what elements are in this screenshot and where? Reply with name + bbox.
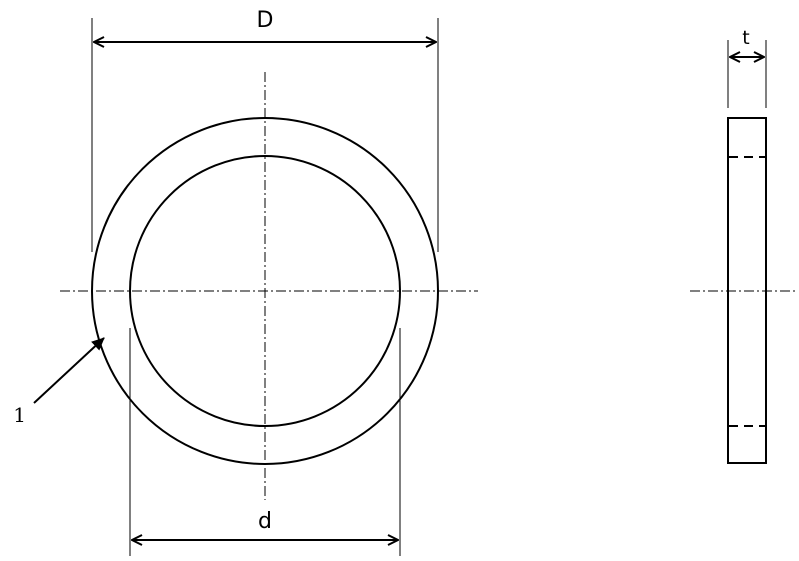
side-view: t bbox=[690, 27, 797, 464]
thickness-label: t bbox=[742, 27, 749, 49]
part-number-label: 1 bbox=[13, 403, 26, 427]
outer-diameter-label: D bbox=[257, 8, 274, 33]
side-view-outline bbox=[727, 117, 767, 464]
outer-circle bbox=[91, 117, 439, 465]
part-callout-leader bbox=[33, 337, 105, 404]
front-view: D d 1 bbox=[13, 8, 478, 556]
inner-circle bbox=[129, 155, 401, 427]
inner-diameter-label: d bbox=[258, 509, 272, 534]
